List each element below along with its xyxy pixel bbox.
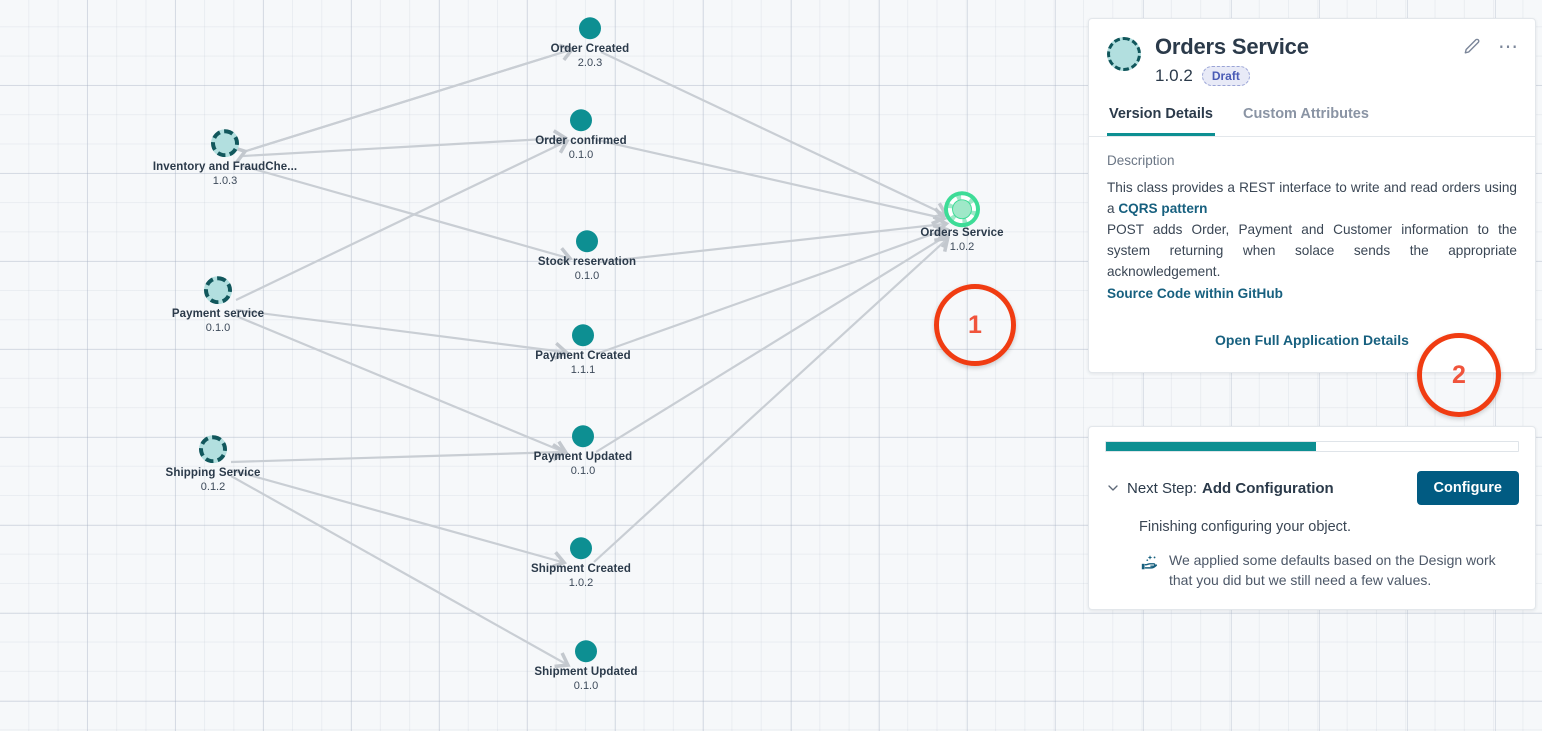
panel-tabs: Version Details Custom Attributes	[1089, 96, 1535, 138]
node-version: 0.1.0	[573, 680, 599, 693]
graph-node-event[interactable]: Payment Created 1.1.1	[483, 324, 683, 378]
node-label: Payment Created	[535, 350, 631, 363]
application-node-icon	[118, 276, 318, 305]
node-label: Inventory and FraudChe...	[152, 161, 298, 174]
node-label: Payment service	[171, 308, 265, 321]
node-version: 0.1.0	[574, 270, 600, 283]
event-node-icon	[483, 425, 683, 448]
graph-node-event[interactable]: Order confirmed 0.1.0	[481, 109, 681, 163]
graph-node-event[interactable]: Shipment Created 1.0.2	[481, 537, 681, 591]
node-version: 1.0.2	[568, 577, 594, 590]
pencil-icon[interactable]	[1462, 37, 1482, 57]
cqrs-pattern-link[interactable]: CQRS pattern	[1118, 201, 1208, 217]
next-step-label: Next Step:Add Configuration	[1127, 480, 1334, 497]
event-node-icon	[481, 537, 681, 560]
graph-node-application[interactable]: Inventory and FraudChe... 1.0.3	[125, 129, 325, 189]
event-node-icon	[481, 109, 681, 132]
node-version: 0.1.0	[570, 465, 596, 478]
configure-button[interactable]: Configure	[1416, 471, 1519, 505]
description-line-1: This class provides a REST interface to …	[1107, 180, 1517, 217]
annotation-marker-2: 2	[1417, 333, 1501, 417]
node-label: Orders Service	[920, 227, 1004, 240]
open-full-application-details-link[interactable]: Open Full Application Details	[1215, 331, 1409, 348]
annotation-marker-1: 1	[934, 284, 1016, 366]
graph-node-event[interactable]: Stock reservation 0.1.0	[487, 230, 687, 284]
event-node-icon	[487, 230, 687, 253]
application-node-icon-selected	[862, 195, 1062, 224]
progress-bar	[1105, 441, 1519, 452]
node-label: Payment Updated	[533, 451, 633, 464]
node-label: Order confirmed	[535, 135, 627, 148]
next-step-note: Finishing configuring your object.	[1139, 519, 1351, 535]
event-node-icon	[486, 640, 686, 663]
progress-bar-fill	[1106, 442, 1317, 451]
description-line-2: POST adds Order, Payment and Customer in…	[1107, 222, 1517, 280]
panel-header: Orders Service 1.0.2 Draft ⋯	[1089, 19, 1535, 96]
graph-node-event[interactable]: Shipment Updated 0.1.0	[486, 640, 686, 694]
more-options-icon[interactable]: ⋯	[1498, 36, 1519, 58]
next-step-card: Next Step:Add Configuration Configure Fi…	[1088, 426, 1536, 610]
magic-hand-icon	[1139, 552, 1163, 591]
event-node-icon	[490, 17, 690, 40]
graph-node-application[interactable]: Payment service 0.1.0	[118, 276, 318, 336]
event-node-icon	[483, 324, 683, 347]
application-node-icon	[125, 129, 325, 158]
tab-version-details[interactable]: Version Details	[1107, 96, 1215, 137]
version-label: 1.0.2	[1155, 66, 1193, 86]
description-text: This class provides a REST interface to …	[1107, 177, 1517, 303]
node-version: 1.0.2	[949, 241, 975, 254]
node-label: Stock reservation	[537, 256, 637, 269]
tab-custom-attributes[interactable]: Custom Attributes	[1242, 106, 1369, 123]
graph-node-event[interactable]: Payment Updated 0.1.0	[483, 425, 683, 479]
application-icon	[1107, 37, 1141, 71]
node-version: 1.1.1	[570, 364, 596, 377]
graph-node-event[interactable]: Order Created 2.0.3	[490, 17, 690, 71]
description-label: Description	[1107, 153, 1175, 169]
panel-body: Description This class provides a REST i…	[1089, 137, 1535, 371]
node-version: 0.1.0	[205, 322, 231, 335]
next-step-title: Add Configuration	[1202, 479, 1334, 497]
node-label: Shipment Created	[530, 563, 631, 576]
node-version: 0.1.0	[568, 149, 594, 162]
node-version: 0.1.2	[200, 481, 226, 494]
status-badge: Draft	[1201, 66, 1250, 87]
application-node-icon	[113, 435, 313, 464]
graph-node-application-selected[interactable]: Orders Service 1.0.2	[862, 195, 1062, 255]
chevron-down-icon[interactable]	[1105, 480, 1127, 496]
page-title: Orders Service	[1155, 34, 1309, 59]
node-version: 1.0.3	[212, 175, 238, 188]
source-code-link[interactable]: Source Code within GitHub	[1107, 285, 1283, 301]
version-details-card: Orders Service 1.0.2 Draft ⋯	[1088, 18, 1536, 373]
node-version: 2.0.3	[577, 57, 603, 70]
node-label: Order Created	[550, 43, 630, 56]
node-label: Shipping Service	[165, 467, 261, 480]
next-step-hint: We applied some defaults based on the De…	[1169, 552, 1496, 589]
node-label: Shipment Updated	[534, 666, 638, 679]
graph-node-application[interactable]: Shipping Service 0.1.2	[113, 435, 313, 495]
next-step-prefix: Next Step:	[1127, 479, 1198, 497]
